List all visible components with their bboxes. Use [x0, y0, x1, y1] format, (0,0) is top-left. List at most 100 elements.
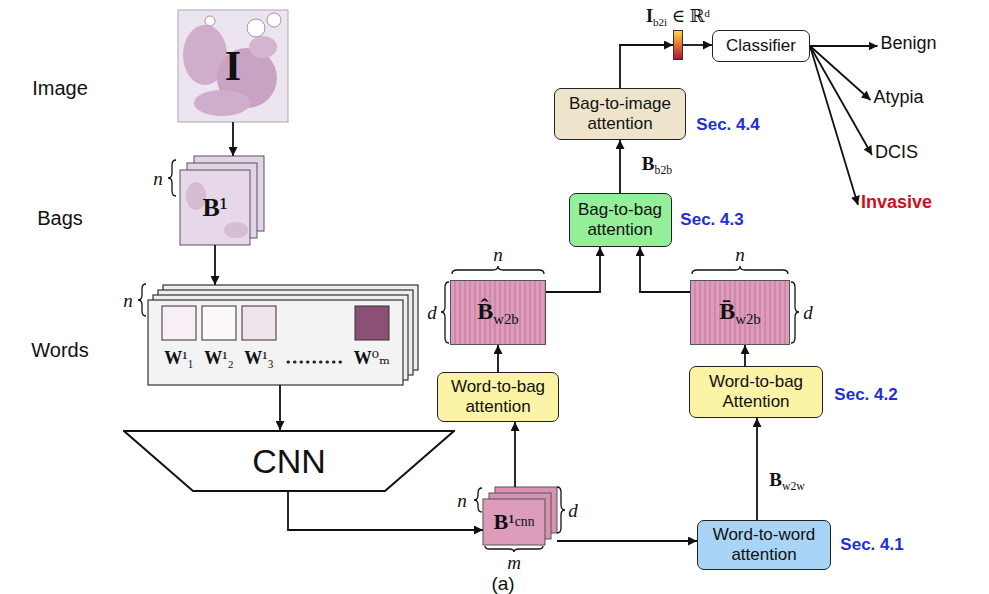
- arrow-connector: [546, 247, 600, 292]
- text-run: W: [164, 348, 182, 369]
- arrow-connector: [214, 245, 216, 285]
- text-run: B: [642, 153, 655, 174]
- node-text: CNN: [252, 442, 326, 481]
- dimension-symbol: d: [427, 303, 437, 322]
- arrow-connector: [514, 422, 516, 487]
- text-run: W: [204, 348, 222, 369]
- bag-stack: B¹: [180, 156, 264, 245]
- word-patch: [242, 306, 276, 340]
- text-run: Atypia: [874, 87, 924, 107]
- classifier-box: Classifier: [712, 30, 810, 62]
- section-ref: Sec. 4.2: [834, 386, 897, 405]
- arrow-connector: [810, 46, 872, 155]
- trapezoid-shape: [124, 431, 454, 491]
- feature-tensor: B¹cnn: [483, 487, 557, 545]
- class-output: Benign: [878, 34, 943, 58]
- word-patch: [162, 306, 196, 340]
- text-run: Bag-to-image: [569, 94, 671, 113]
- row-label: Bags: [37, 207, 83, 229]
- text-run: attention: [731, 545, 796, 564]
- brace: [168, 160, 176, 196]
- bag-tensor: B̄w2b: [690, 280, 790, 345]
- tissue-blob: [224, 222, 248, 238]
- arrow-connector: [756, 418, 758, 520]
- text-run: Word-to-bag: [451, 377, 545, 396]
- section-ref: Sec. 4.3: [680, 211, 743, 230]
- text-run: I: [646, 6, 653, 26]
- class-output: DCIS: [872, 143, 924, 167]
- brace: [485, 546, 543, 552]
- row-label: Image: [32, 77, 88, 99]
- node-text: W¹₂: [199, 345, 239, 371]
- bag-tensor: B̂w2b: [450, 280, 546, 345]
- text-run: ¹₂: [222, 348, 234, 369]
- arrow-connector: [683, 44, 712, 46]
- text-run: attention: [587, 114, 652, 133]
- word-patch: [355, 306, 389, 340]
- arrow-connector: [620, 45, 673, 88]
- text-run: DCIS: [875, 142, 918, 162]
- cnn-trapezoid: CNN: [123, 430, 455, 492]
- node-text: Bag-to-image attention: [562, 94, 678, 133]
- tensor-symbol: Bb2b: [642, 154, 672, 178]
- text-run: cnn: [515, 514, 535, 530]
- arrow-connector: [232, 122, 234, 156]
- node-text: DCIS: [875, 143, 921, 163]
- node-text: B̂w2b: [477, 298, 519, 328]
- arrow-connector: [497, 345, 499, 372]
- tissue-image: [178, 10, 288, 122]
- text-run: Word-to-bag: [709, 372, 803, 391]
- text-run: W: [354, 348, 372, 369]
- tensor-layer: [483, 499, 545, 545]
- attention-box: Word-to-bag attention: [437, 372, 559, 422]
- text-run: n: [153, 168, 163, 189]
- text-run: Sec. 4.1: [840, 535, 903, 554]
- arrow-connector: [810, 45, 878, 47]
- node-text: Benign: [881, 34, 940, 54]
- brace: [791, 282, 799, 343]
- text-run: B̄: [719, 298, 735, 324]
- image-vector: Ib2i ∈ ℝᵈ: [673, 30, 683, 60]
- dimension-symbol: d: [803, 303, 813, 322]
- brace: [474, 488, 482, 512]
- node-text: B̄w2b: [719, 298, 761, 328]
- subfigure-label: (a): [491, 574, 514, 593]
- text-run: m: [507, 552, 521, 573]
- text-run: Classifier: [726, 36, 796, 55]
- text-run: d: [568, 500, 578, 521]
- text-run: B: [202, 193, 219, 223]
- text-run: ¹: [220, 193, 228, 223]
- brace: [692, 266, 788, 274]
- dimension-symbol: n: [735, 245, 745, 264]
- node-text: B¹cnn: [483, 499, 545, 545]
- text-run: Sec. 4.4: [696, 115, 759, 134]
- arrow-connector: [279, 385, 281, 430]
- text-run: B: [769, 469, 782, 490]
- arrow-connector: [810, 46, 858, 205]
- section-ref: Sec. 4.4: [696, 116, 759, 135]
- text-run: n: [123, 290, 133, 311]
- text-run: Attention: [722, 392, 789, 411]
- text-run: ∈ ℝᵈ: [667, 6, 710, 26]
- image-thumbnail: I: [178, 10, 288, 122]
- text-run: ⁰ₘ: [372, 347, 390, 369]
- text-run: n: [735, 244, 745, 265]
- text-run: Sec. 4.3: [680, 210, 743, 229]
- attention-box: Word-to-word attention: [697, 520, 831, 570]
- text-run: b2i: [653, 16, 667, 28]
- attention-box: Bag-to-image attention: [554, 88, 686, 140]
- text-run: Word-to-word: [713, 525, 816, 544]
- text-run: Words: [31, 339, 88, 361]
- text-run: w2w: [782, 480, 805, 493]
- arrow-connector: [288, 492, 483, 530]
- text-run: d: [427, 302, 437, 323]
- text-run: Invasive: [861, 192, 932, 212]
- node-text: Word-to-bag attention: [445, 377, 551, 416]
- tissue-duct: [205, 16, 215, 26]
- text-run: CNN: [252, 442, 326, 480]
- brace: [441, 282, 449, 343]
- text-run: attention: [587, 220, 652, 239]
- arrow-connector: [619, 140, 621, 193]
